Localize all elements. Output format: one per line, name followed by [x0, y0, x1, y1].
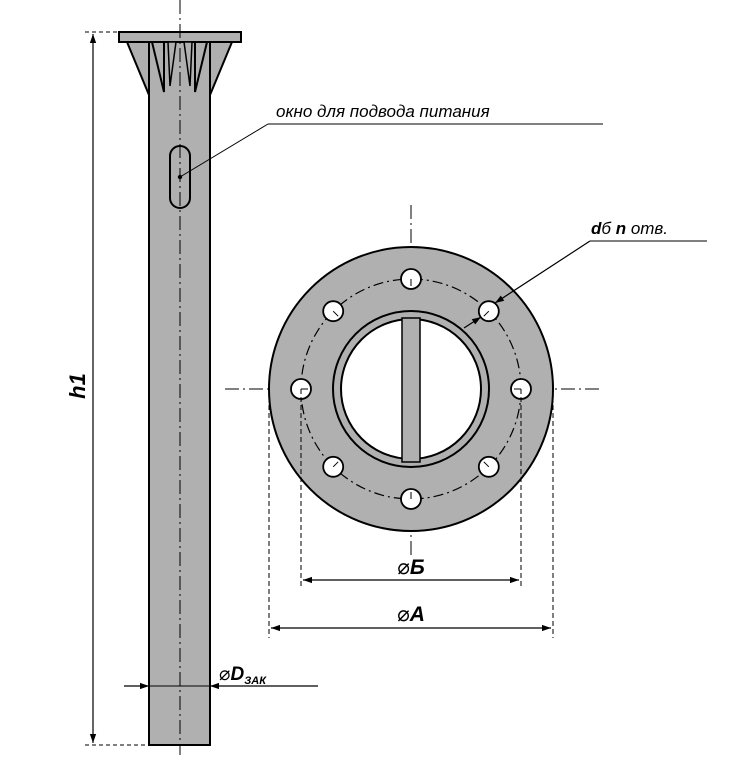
height-dimension: h1 — [65, 31, 149, 746]
stiffener-rib-inner-3 — [167, 41, 177, 87]
bolt-circle-diameter-dimension: ⌀Б — [300, 389, 522, 588]
stiffener-rib-right — [209, 41, 234, 96]
bolt-holes — [290, 268, 532, 510]
height-label: h1 — [65, 373, 90, 399]
bolt-hole-mark — [332, 461, 339, 468]
bolt-circle-diameter-label: ⌀Б — [397, 556, 425, 579]
flange-top-view — [225, 205, 600, 555]
outer-diameter-label: ⌀А — [397, 603, 425, 626]
bolt-hole-mark — [483, 461, 490, 468]
bolt-hole-mark — [332, 310, 339, 317]
holes-note-label: dб n отв. — [591, 219, 668, 238]
stiffener-rib-left — [125, 41, 150, 96]
shaft-diameter-label: ⌀DЗАК — [219, 664, 267, 687]
window-note-label: окно для подвода питания — [276, 102, 490, 121]
bolt-hole-mark — [483, 310, 490, 317]
inner-rib — [401, 317, 421, 463]
outer-diameter-dimension: ⌀А — [268, 389, 554, 638]
stiffener-rib-inner-2 — [194, 41, 209, 93]
stiffener-rib-inner-4 — [183, 41, 193, 87]
window-note: окно для подвода питания — [179, 102, 603, 178]
holes-note: dб n отв. — [463, 219, 707, 329]
pole-side-view — [118, 0, 242, 755]
shaft-diameter-dimension: ⌀DЗАК — [124, 664, 318, 690]
stiffener-rib-inner-1 — [150, 41, 165, 93]
